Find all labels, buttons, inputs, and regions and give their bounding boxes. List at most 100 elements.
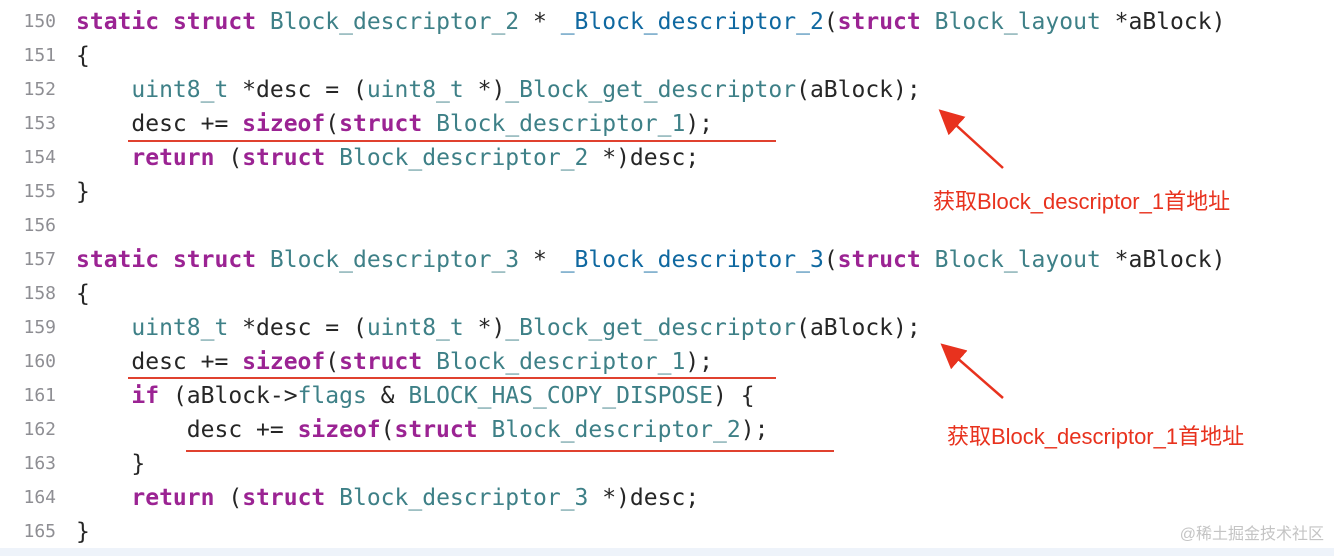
line-number: 151 <box>23 45 56 66</box>
code-token: ( <box>823 9 838 35</box>
line-code: } <box>76 447 145 481</box>
code-token: Block_descriptor_1 <box>436 111 686 137</box>
code-token: struct <box>394 417 478 443</box>
code-token: desc += <box>76 417 298 443</box>
code-token: Block_descriptor_1 <box>436 349 686 375</box>
line-number: 155 <box>23 181 56 202</box>
line-code: uint8_t *desc = (uint8_t *)_Block_get_de… <box>76 311 921 345</box>
code-token: struct <box>172 9 257 35</box>
code-token: Block_descriptor_3 <box>269 247 520 273</box>
annotation-arrow-1 <box>938 109 1004 169</box>
line-number: 160 <box>23 351 56 372</box>
code-token: *)desc; <box>588 145 700 171</box>
code-token: struct <box>172 247 257 273</box>
code-token: if <box>131 383 160 409</box>
code-token: return <box>131 145 215 171</box>
code-token: ); <box>740 417 769 443</box>
code-token: *aBlock) <box>1100 9 1226 35</box>
line-number: 158 <box>23 283 56 304</box>
line-code: { <box>76 277 90 311</box>
code-token: uint8_t <box>366 77 464 103</box>
code-token: _Block_descriptor_2 <box>560 9 824 35</box>
line-code: static struct Block_descriptor_3 * _Bloc… <box>76 243 1225 277</box>
code-token: sizeof <box>242 111 326 137</box>
code-token: ( <box>823 247 838 273</box>
code-token: struct <box>837 9 921 35</box>
code-token: struct <box>339 349 423 375</box>
code-token: struct <box>242 485 326 511</box>
annotation-label-1: 获取Block_descriptor_1首地址 <box>933 189 1231 214</box>
line-code: uint8_t *desc = (uint8_t *)_Block_get_de… <box>76 73 921 107</box>
code-token: * <box>519 247 561 273</box>
line-number: 157 <box>23 249 56 270</box>
line-code: return (struct Block_descriptor_3 *)desc… <box>76 481 699 515</box>
watermark: @稀土掘金技术社区 <box>1179 526 1324 543</box>
code-token: ( <box>325 111 340 137</box>
line-number: 162 <box>23 419 56 440</box>
code-token: ( <box>214 485 243 511</box>
highlight-underline-3 <box>186 450 834 452</box>
code-token: (aBlock); <box>796 77 921 103</box>
code-token: ) { <box>713 383 755 409</box>
code-token: Block_layout <box>934 247 1101 273</box>
code-token: BLOCK_HAS_COPY_DISPOSE <box>408 383 714 409</box>
line-number: 156 <box>23 215 56 236</box>
line-code: { <box>76 39 90 73</box>
line-code: if (aBlock->flags & BLOCK_HAS_COPY_DISPO… <box>76 379 755 413</box>
annotation-arrow-2 <box>940 343 1004 399</box>
code-token: uint8_t <box>131 77 229 103</box>
line-code: desc += sizeof(struct Block_descriptor_2… <box>76 413 769 447</box>
line-number: 152 <box>23 79 56 100</box>
code-token: *desc = ( <box>228 77 367 103</box>
code-token: static <box>76 9 160 35</box>
code-token: *desc = ( <box>228 315 367 341</box>
code-token: Block_descriptor_2 <box>269 9 520 35</box>
code-token: & <box>366 383 409 409</box>
line-number: 150 <box>23 11 56 32</box>
code-token: _Block_descriptor_3 <box>560 247 824 273</box>
code-token: sizeof <box>297 417 381 443</box>
highlight-underline-1 <box>128 140 776 142</box>
code-token: (aBlock); <box>796 315 921 341</box>
line-code: } <box>76 175 90 209</box>
code-token: *)desc; <box>588 485 700 511</box>
code-token: struct <box>242 145 326 171</box>
line-code: desc += sizeof(struct Block_descriptor_1… <box>76 107 713 141</box>
annotation-label-2: 获取Block_descriptor_1首地址 <box>947 424 1245 449</box>
code-token: Block_descriptor_2 <box>491 417 741 443</box>
code-token: struct <box>837 247 921 273</box>
code-token: *) <box>463 77 506 103</box>
code-token: Block_layout <box>934 9 1101 35</box>
code-token: desc += <box>76 349 243 375</box>
code-token: * <box>519 9 561 35</box>
line-number: 164 <box>23 487 56 508</box>
code-token: *) <box>463 315 506 341</box>
code-token: *aBlock) <box>1100 247 1226 273</box>
code-token: uint8_t <box>366 315 464 341</box>
highlight-underline-2 <box>128 377 776 379</box>
line-code: desc += sizeof(struct Block_descriptor_1… <box>76 345 713 379</box>
line-code: return (struct Block_descriptor_2 *)desc… <box>76 141 699 175</box>
line-number: 161 <box>23 385 56 406</box>
line-number: 159 <box>23 317 56 338</box>
code-token: ); <box>685 111 714 137</box>
code-token: flags <box>297 383 367 409</box>
code-token: _Block_get_descriptor <box>505 77 797 103</box>
line-number: 153 <box>23 113 56 134</box>
code-token: ( <box>214 145 243 171</box>
code-token: } <box>76 451 146 477</box>
line-number: 154 <box>23 147 56 168</box>
code-token: return <box>131 485 215 511</box>
code-token: } <box>76 179 90 205</box>
code-token: ( <box>325 349 340 375</box>
code-token: _Block_get_descriptor <box>505 315 797 341</box>
bottom-bar <box>0 548 1334 556</box>
code-token: { <box>76 281 90 307</box>
line-code: static struct Block_descriptor_2 * _Bloc… <box>76 5 1225 39</box>
code-token: ); <box>685 349 714 375</box>
code-token: static <box>76 247 160 273</box>
line-code: } <box>76 515 90 549</box>
code-token: Block_descriptor_3 <box>339 485 589 511</box>
